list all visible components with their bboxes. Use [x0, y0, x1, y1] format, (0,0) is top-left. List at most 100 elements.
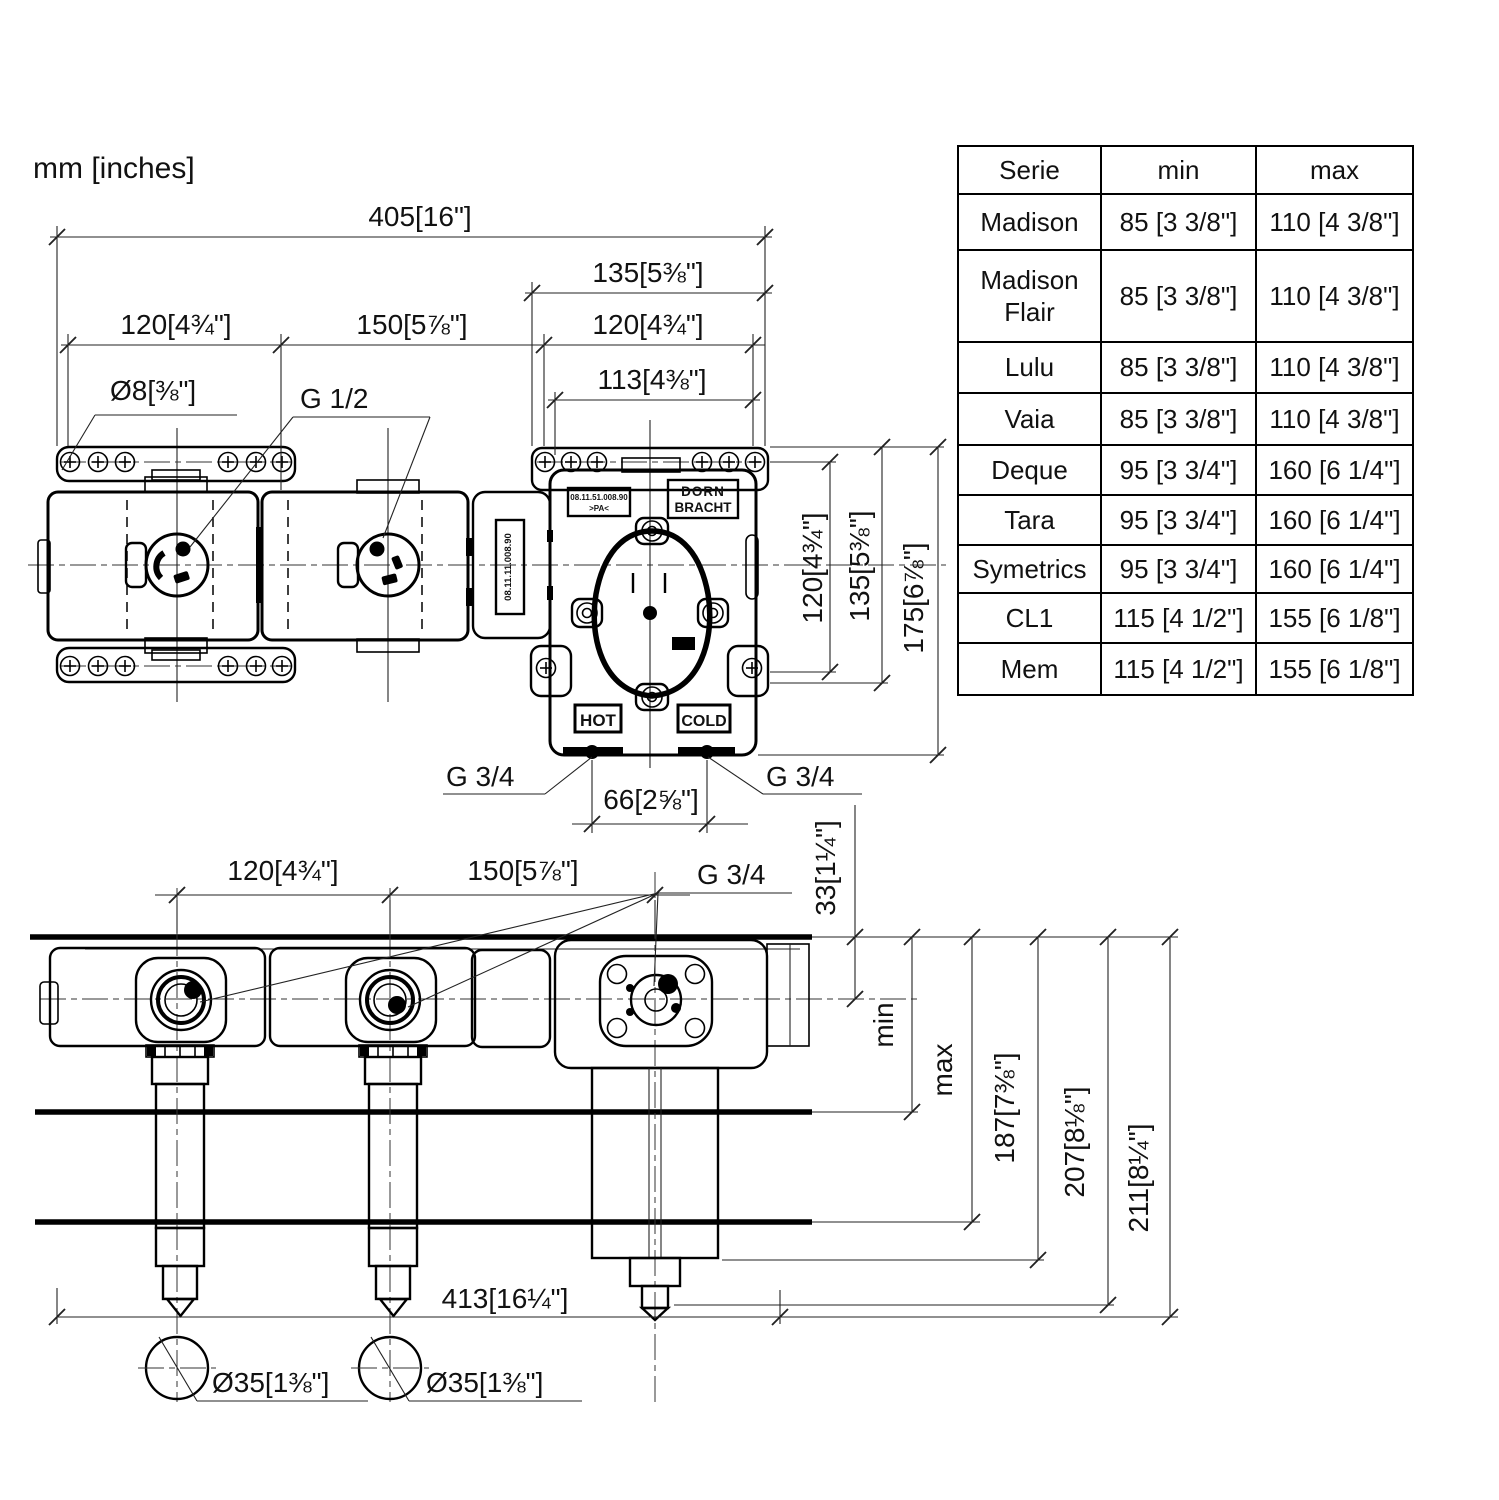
thread-g34-right: G 3/4 — [766, 761, 834, 792]
front-valve-right — [553, 938, 810, 1322]
table-row: Symetrics 95 [3 3/4"] 160 [6 1/4"] — [957, 544, 1414, 594]
serie-min: 115 [4 1/2"] — [1100, 592, 1257, 644]
front-dim-211: 211[8¼"] — [1123, 1123, 1154, 1232]
front-connector — [470, 948, 552, 1049]
front-dim-207: 207[8⅛"] — [1059, 1086, 1090, 1197]
front-view: 120[4¾"] 150[5⅞"] G 3/4 — [30, 805, 1179, 1402]
thread-g34-left: G 3/4 — [446, 761, 514, 792]
cartridge-screw-lugs — [570, 516, 730, 712]
dim-66: 66[2⅝"] — [603, 784, 699, 815]
cold-text: COLD — [681, 713, 726, 730]
serie-name: Vaia — [957, 392, 1102, 446]
hole-circle-left — [138, 1335, 368, 1402]
table-row: Mem 115 [4 1/2"] 155 [6 1/8"] — [957, 642, 1414, 696]
table-row: Madison Flair 85 [3 3/8"] 110 [4 3/8"] — [957, 249, 1414, 343]
serie-min: 85 [3 3/8"] — [1100, 392, 1257, 446]
serie-name: CL1 — [957, 592, 1102, 644]
hot-port — [585, 745, 599, 759]
front-dim-150: 150[5⅞"] — [467, 855, 578, 886]
top-view-dimensions: 405[16"] 135[5⅜"] 120[4¾"] 150[5⅞"] 120[… — [48, 201, 947, 833]
dim-dia8: Ø8[⅜"] — [110, 375, 196, 406]
left-stem — [145, 1044, 215, 1318]
part-number-line2: >PA< — [589, 504, 609, 513]
brand-line2: BRACHT — [675, 500, 733, 515]
cold-label: COLD — [676, 703, 732, 734]
mounting-plate-bottom — [55, 646, 297, 684]
serie-name: Mem — [957, 642, 1102, 696]
serie-name: Madison Flair — [957, 249, 1102, 343]
col-header-serie: Serie — [957, 145, 1102, 195]
front-dim-33: 33[1¼"] — [810, 820, 841, 916]
dim-135-side: 135[5⅜"] — [844, 510, 875, 621]
table-row: Tara 95 [3 3/4"] 160 [6 1/4"] — [957, 494, 1414, 546]
serie-max: 110 [4 3/8"] — [1255, 193, 1414, 251]
col-header-max: max — [1255, 145, 1414, 195]
serie-name: Madison — [957, 193, 1102, 251]
front-dim-187: 187[7⅜"] — [989, 1052, 1020, 1163]
table-row: Madison 85 [3 3/8"] 110 [4 3/8"] — [957, 193, 1414, 251]
front-thread-g34: G 3/4 — [697, 859, 765, 890]
valve-body-left — [37, 469, 262, 661]
middle-stem — [358, 1044, 428, 1318]
dim-150: 150[5⅞"] — [356, 309, 467, 340]
front-dim-min: min — [868, 1002, 899, 1047]
serie-name: Tara — [957, 494, 1102, 546]
hot-label: HOT — [573, 703, 623, 734]
serie-min: 115 [4 1/2"] — [1100, 642, 1257, 696]
top-view: 08.11.11.008.90 DORN BRACHT 08.11.51.008… — [28, 201, 947, 833]
part-number-line1: 08.11.51.008.90 — [570, 493, 628, 502]
serie-max: 155 [6 1/8"] — [1255, 642, 1414, 696]
serie-max: 160 [6 1/4"] — [1255, 544, 1414, 594]
dim-405: 405[16"] — [368, 201, 471, 232]
serie-max: 110 [4 3/8"] — [1255, 341, 1414, 394]
table-row: Lulu 85 [3 3/8"] 110 [4 3/8"] — [957, 341, 1414, 394]
dim-120-right: 120[4¾"] — [592, 309, 703, 340]
serie-min: 85 [3 3/8"] — [1100, 193, 1257, 251]
table-row: CL1 115 [4 1/2"] 155 [6 1/8"] — [957, 592, 1414, 644]
units-note: mm [inches] — [33, 152, 195, 185]
mounting-plate-top — [55, 445, 297, 483]
serie-max: 110 [4 3/8"] — [1255, 392, 1414, 446]
front-view-dimensions: 120[4¾"] 150[5⅞"] G 3/4 — [48, 805, 1179, 1402]
serie-name: Lulu — [957, 341, 1102, 394]
col-header-min: min — [1100, 145, 1257, 195]
serie-max: 160 [6 1/4"] — [1255, 494, 1414, 546]
series-table: Serie min max Madison 85 [3 3/8"] 110 [4… — [957, 145, 1414, 696]
serie-max: 155 [6 1/8"] — [1255, 592, 1414, 644]
brand-label: DORN BRACHT — [666, 478, 740, 520]
dim-135-top: 135[5⅜"] — [592, 257, 703, 288]
serie-max: 110 [4 3/8"] — [1255, 249, 1414, 343]
valve-body-middle — [260, 479, 470, 653]
front-dim-120: 120[4¾"] — [227, 855, 338, 886]
front-dim-max: max — [927, 1044, 958, 1097]
right-stem — [590, 1066, 720, 1322]
hole-circle-right — [351, 1335, 582, 1402]
dim-175-side: 175[6⅞"] — [898, 542, 929, 653]
part-number-label: 08.11.51.008.90 >PA< — [566, 486, 632, 518]
dim-120-side: 120[4¾"] — [797, 512, 828, 623]
front-dim-dia35-left: Ø35[1⅜"] — [212, 1367, 329, 1398]
serie-min: 85 [3 3/8"] — [1100, 341, 1257, 394]
serie-name: Deque — [957, 444, 1102, 496]
serie-min: 95 [3 3/4"] — [1100, 494, 1257, 546]
dim-120-left: 120[4¾"] — [120, 309, 231, 340]
front-valve-left — [39, 946, 267, 1318]
table-header-row: Serie min max — [957, 145, 1414, 195]
cartridge-outline — [591, 528, 713, 699]
brand-line1: DORN — [681, 484, 725, 499]
front-dim-413: 413[16¼"] — [442, 1283, 569, 1314]
cold-port — [700, 745, 714, 759]
table-row: Vaia 85 [3 3/8"] 110 [4 3/8"] — [957, 392, 1414, 446]
dim-113: 113[4⅜"] — [597, 364, 706, 395]
thermostat-module: DORN BRACHT 08.11.51.008.90 >PA< — [529, 446, 770, 759]
hot-text: HOT — [580, 711, 617, 730]
serie-min: 85 [3 3/8"] — [1100, 249, 1257, 343]
front-valve-middle — [268, 946, 477, 1318]
front-dim-dia35-right: Ø35[1⅜"] — [426, 1367, 543, 1398]
serie-min: 95 [3 3/4"] — [1100, 444, 1257, 496]
serie-max: 160 [6 1/4"] — [1255, 444, 1414, 496]
serie-min: 95 [3 3/4"] — [1100, 544, 1257, 594]
table-row: Deque 95 [3 3/4"] 160 [6 1/4"] — [957, 444, 1414, 496]
